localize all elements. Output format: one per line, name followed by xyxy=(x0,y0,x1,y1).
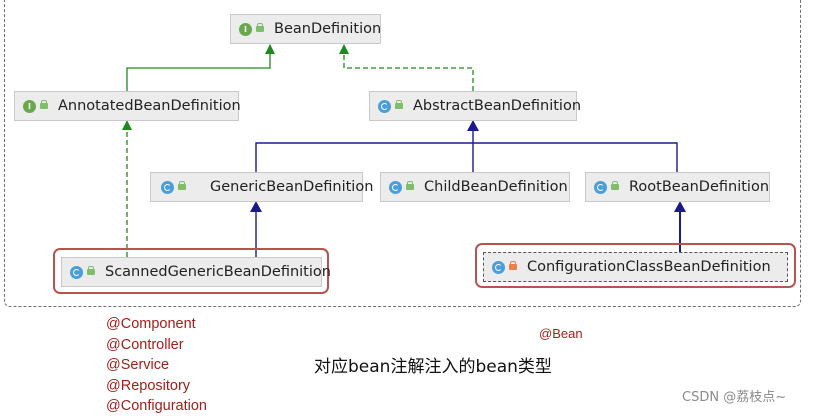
bean-annotation: @Bean xyxy=(539,326,583,341)
node-label: GenericBeanDefinition xyxy=(210,179,374,195)
node-configuration-class-bean-definition[interactable]: ConfigurationClassBeanDefinition xyxy=(483,252,788,282)
node-generic-bean-definition[interactable]: GenericBeanDefinition xyxy=(150,172,373,202)
class-icon xyxy=(594,180,607,194)
class-icon xyxy=(70,265,83,279)
node-annotated-bean-definition[interactable]: I AnnotatedBeanDefinition xyxy=(14,91,241,121)
node-label: AnnotatedBeanDefinition xyxy=(58,98,241,114)
annotation-item: @Configuration xyxy=(106,398,207,414)
arrowhead-to-abstract xyxy=(467,120,479,131)
public-visibility-icon xyxy=(611,181,619,190)
highlight-scanned xyxy=(53,248,329,294)
class-icon xyxy=(492,260,505,274)
public-visibility-icon xyxy=(87,266,95,275)
class-icon xyxy=(378,99,391,113)
interface-icon: I xyxy=(239,22,252,36)
node-label: ScannedGenericBeanDefinition xyxy=(105,264,331,280)
node-label: ConfigurationClassBeanDefinition xyxy=(527,259,771,275)
arrowhead-scanned-to-generic xyxy=(250,201,262,212)
node-root-bean-definition[interactable]: RootBeanDefinition xyxy=(585,172,770,202)
arrowhead-configuration-to-root xyxy=(674,201,686,212)
caption: 对应bean注解注入的bean类型 xyxy=(314,357,552,377)
scanned-annotations-list: @Component @Controller @Service @Reposit… xyxy=(106,314,207,417)
node-abstract-bean-definition[interactable]: AbstractBeanDefinition xyxy=(369,91,581,121)
lock-icon xyxy=(509,261,517,270)
node-bean-definition[interactable]: I BeanDefinition xyxy=(230,14,381,44)
arrowhead-abstract-to-beandefinition xyxy=(339,44,349,54)
node-scanned-generic-bean-definition[interactable]: ScannedGenericBeanDefinition xyxy=(61,257,331,287)
public-visibility-icon xyxy=(178,181,186,190)
annotation-item: @Service xyxy=(106,357,170,373)
annotation-item: @Controller xyxy=(106,336,184,353)
node-label: AbstractBeanDefinition xyxy=(413,98,582,114)
interface-icon: I xyxy=(23,99,36,113)
node-label: RootBeanDefinition xyxy=(629,179,770,195)
edge-abstract-to-beandefinition xyxy=(343,45,474,91)
arrowhead-scanned-to-annotated xyxy=(122,120,132,130)
node-label: ChildBeanDefinition xyxy=(424,179,568,195)
public-visibility-icon xyxy=(256,23,264,32)
class-icon xyxy=(389,180,402,194)
node-child-bean-definition[interactable]: ChildBeanDefinition xyxy=(380,172,570,202)
public-visibility-icon xyxy=(406,181,414,190)
public-visibility-icon xyxy=(40,100,48,109)
node-label: BeanDefinition xyxy=(274,21,382,37)
public-visibility-icon xyxy=(395,100,403,109)
class-icon xyxy=(161,180,174,194)
annotation-item: @Repository xyxy=(106,377,191,394)
watermark: CSDN @荔枝点~ xyxy=(682,390,787,405)
annotation-item: @Component xyxy=(106,316,196,332)
edge-generic-to-abstract xyxy=(255,121,474,172)
edge-root-to-abstract xyxy=(473,142,678,172)
highlight-configuration xyxy=(475,243,796,288)
edge-annotated-to-beandefinition xyxy=(126,45,271,91)
arrowhead-annotated-to-beandefinition xyxy=(265,44,275,54)
